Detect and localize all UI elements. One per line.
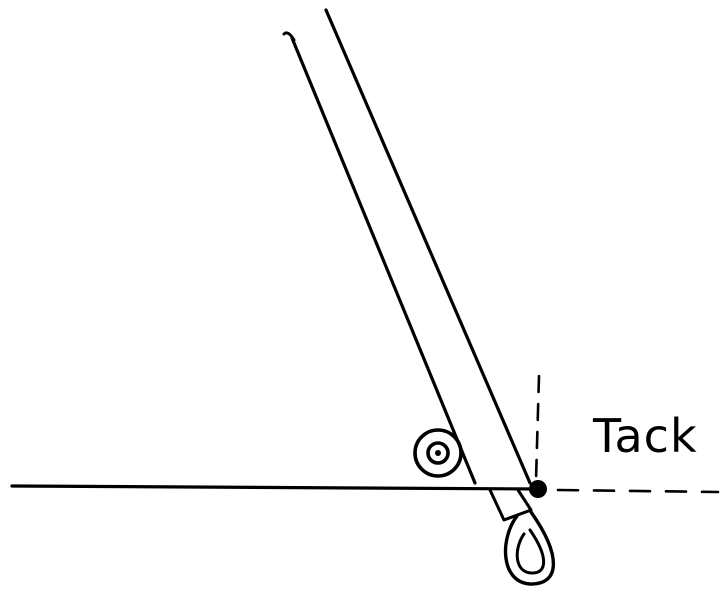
mast-right-edge: [324, 8, 532, 485]
tack-thimble-outer: [503, 510, 555, 586]
mast-foot-sheave-inner: [426, 441, 450, 465]
mast-top-hook: [282, 31, 296, 42]
mast-left-edge: [290, 36, 477, 485]
vertical-reference-dashed-line: [534, 374, 541, 482]
mast-foot-sheave-outer: [413, 428, 463, 478]
tack-fitting-block: [488, 488, 533, 522]
tack-thimble-inner: [515, 528, 546, 575]
tack-point-dot: [529, 480, 547, 498]
boom-extension-dashed-line: [556, 488, 720, 494]
boom-line: [10, 484, 540, 491]
tack-label: Tack: [592, 409, 698, 463]
mast-foot-sheave-hub: [435, 450, 441, 456]
